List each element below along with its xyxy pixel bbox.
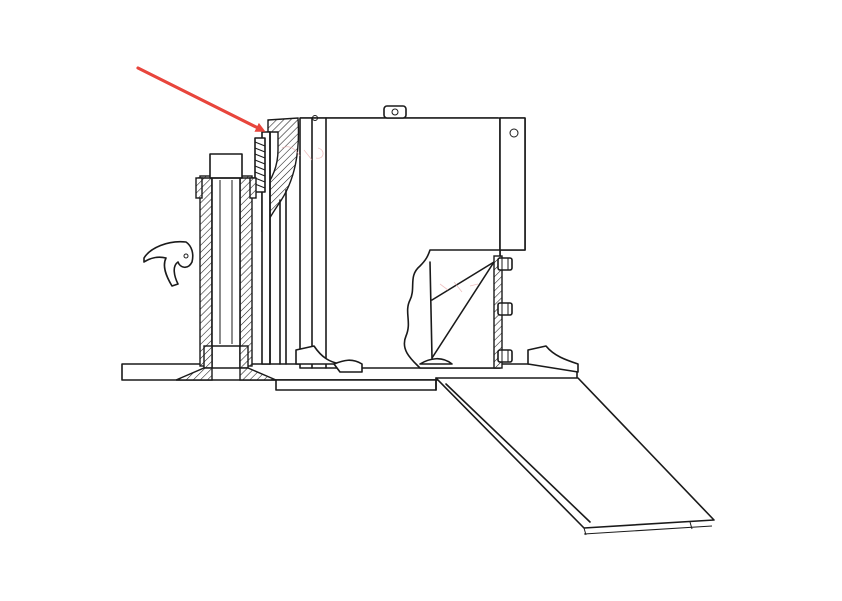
base-brackets	[295, 345, 579, 373]
cutaway-section	[403, 249, 513, 369]
faint-markings	[281, 146, 479, 293]
housing-wall-section	[254, 117, 300, 365]
side-handle	[143, 240, 194, 287]
pointer-arrow	[136, 66, 266, 132]
ramp-plate	[435, 377, 715, 536]
main-housing	[299, 105, 526, 369]
support-column	[175, 153, 277, 381]
